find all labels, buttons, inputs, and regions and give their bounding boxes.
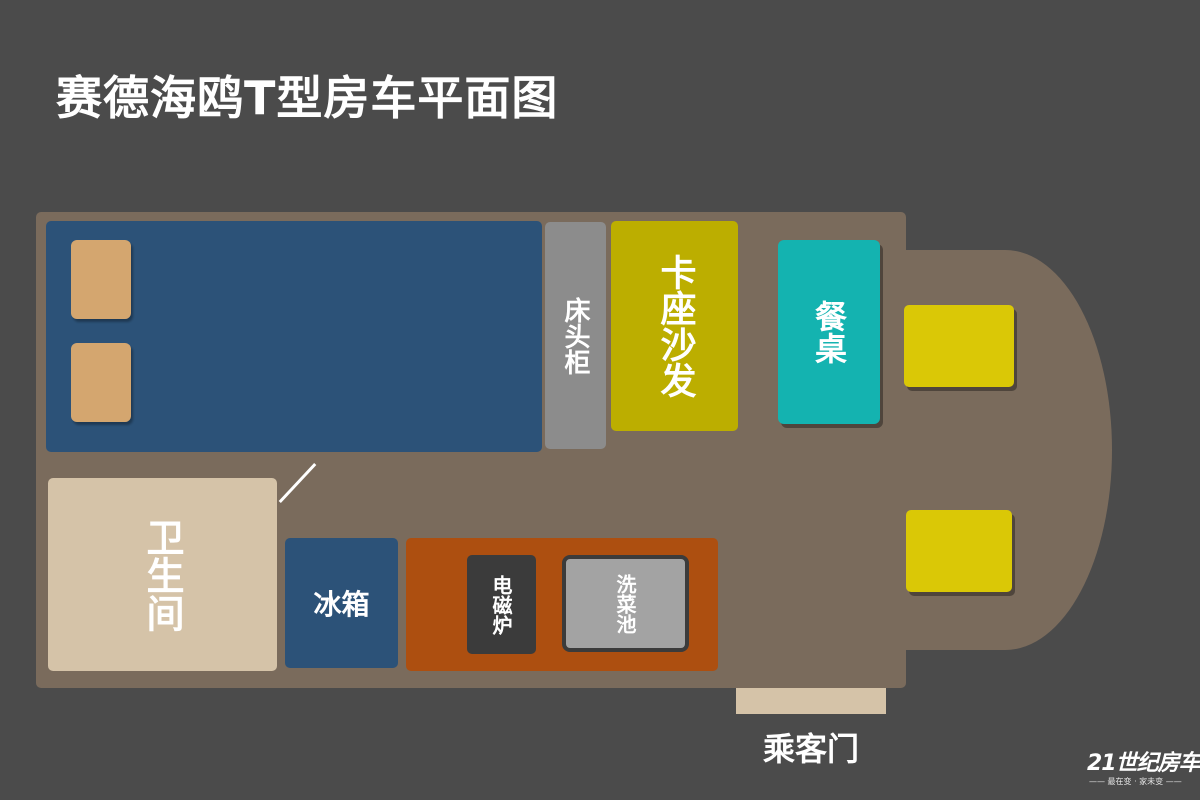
cab-seat-passenger (906, 510, 1012, 592)
booth-sofa-label: 卡座沙发 (654, 254, 696, 398)
fridge-label: 冰箱 (313, 588, 370, 621)
passenger-door-label: 乘客门 (762, 730, 859, 768)
sink: 洗菜池 (562, 555, 689, 652)
cab-seat-driver (904, 305, 1014, 387)
booth-sofa: 卡座沙发 (611, 221, 738, 431)
logo-text: 21世纪房车 (1087, 751, 1200, 776)
pillow (71, 343, 131, 422)
pillow (71, 240, 131, 319)
logo-tagline: —— 最在变 · 家未变 —— (1089, 777, 1182, 786)
nightstand-label: 床头柜 (560, 296, 590, 375)
page-title: 赛德海鸥T型房车平面图 (56, 71, 559, 125)
watermark-logo: 21世纪房车 —— 最在变 · 家未变 —— (1087, 751, 1200, 792)
induction-cooker-label: 电磁炉 (489, 574, 513, 635)
dining-table-label: 餐桌 (810, 300, 848, 364)
induction-cooker: 电磁炉 (467, 555, 536, 654)
bathroom: 卫生间 (48, 478, 277, 671)
nightstand: 床头柜 (545, 222, 606, 449)
dining-table: 餐桌 (778, 240, 880, 424)
sink-label: 洗菜池 (613, 573, 637, 634)
fridge: 冰箱 (285, 538, 398, 668)
bathroom-label: 卫生间 (140, 517, 184, 632)
passenger-door-step (736, 688, 886, 714)
